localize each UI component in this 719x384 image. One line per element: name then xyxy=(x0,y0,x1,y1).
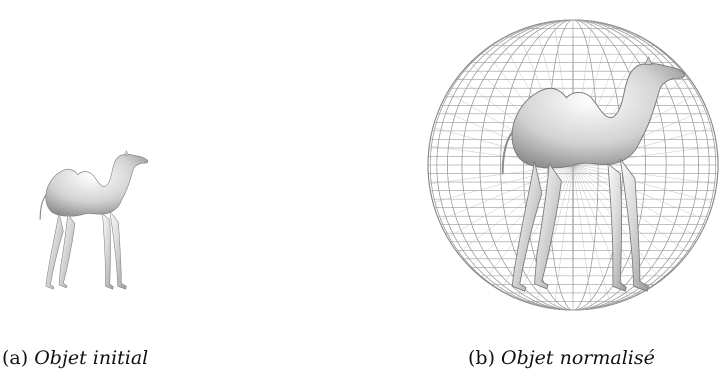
normalized-camel-figure xyxy=(360,0,719,340)
sphere-radial-line xyxy=(573,165,713,203)
initial-camel-figure xyxy=(0,0,360,340)
panel-initial-object: (a) Objet initial xyxy=(0,0,360,384)
camel-model-small xyxy=(40,151,148,289)
caption-b-tag: (b) xyxy=(468,347,495,369)
caption-b: (b) Objet normalisé xyxy=(468,346,655,370)
panel-normalized-object: (b) Objet normalisé xyxy=(360,0,719,384)
caption-b-text: Objet normalisé xyxy=(501,347,655,369)
caption-a-tag: (a) xyxy=(2,347,28,369)
sphere-radial-line xyxy=(573,165,611,305)
sphere-radial-line xyxy=(573,165,592,309)
caption-a-text: Objet initial xyxy=(34,347,148,369)
caption-a: (a) Objet initial xyxy=(2,346,148,370)
